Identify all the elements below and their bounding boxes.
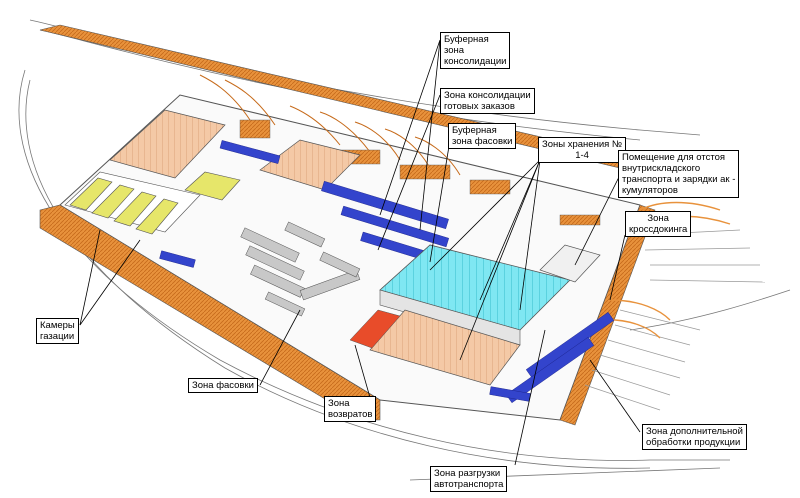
label-unloading: Зона разгрузки автотранспорта: [430, 466, 508, 492]
label-consolidation-ready: Зона консолидации готовых заказов: [440, 88, 535, 114]
label-gas-chambers: Камеры газации: [36, 318, 79, 344]
rack-block-nw: [109, 109, 226, 179]
left-wall: [39, 204, 381, 421]
label-storage-zones: Зоны хранения № 1-4: [538, 137, 627, 163]
label-charging-room: Помещение для отстоя внутрискладского тр…: [618, 150, 740, 198]
label-extra-processing: Зона дополнительной обработки продукции: [642, 424, 747, 450]
rack-block-north: [259, 139, 361, 191]
label-buffer-packing: Буферная зона фасовки: [448, 123, 517, 149]
returns-area: [349, 309, 401, 349]
label-crossdocking: Зона кроссдокинга: [625, 211, 692, 237]
gas-chamber-small: [184, 171, 241, 201]
forklift-rows: [159, 140, 615, 404]
charging-room: [539, 244, 601, 283]
consolidation-arcs: [199, 74, 461, 176]
label-buffer-consolidation: Буферная зона консолидации: [440, 32, 511, 69]
leader-lines: [79, 39, 641, 466]
label-returns: Зона возвратов: [324, 396, 377, 422]
label-packing: Зона фасовки: [188, 378, 258, 393]
gas-chambers: [64, 171, 201, 235]
packing-equipment: [240, 221, 361, 317]
